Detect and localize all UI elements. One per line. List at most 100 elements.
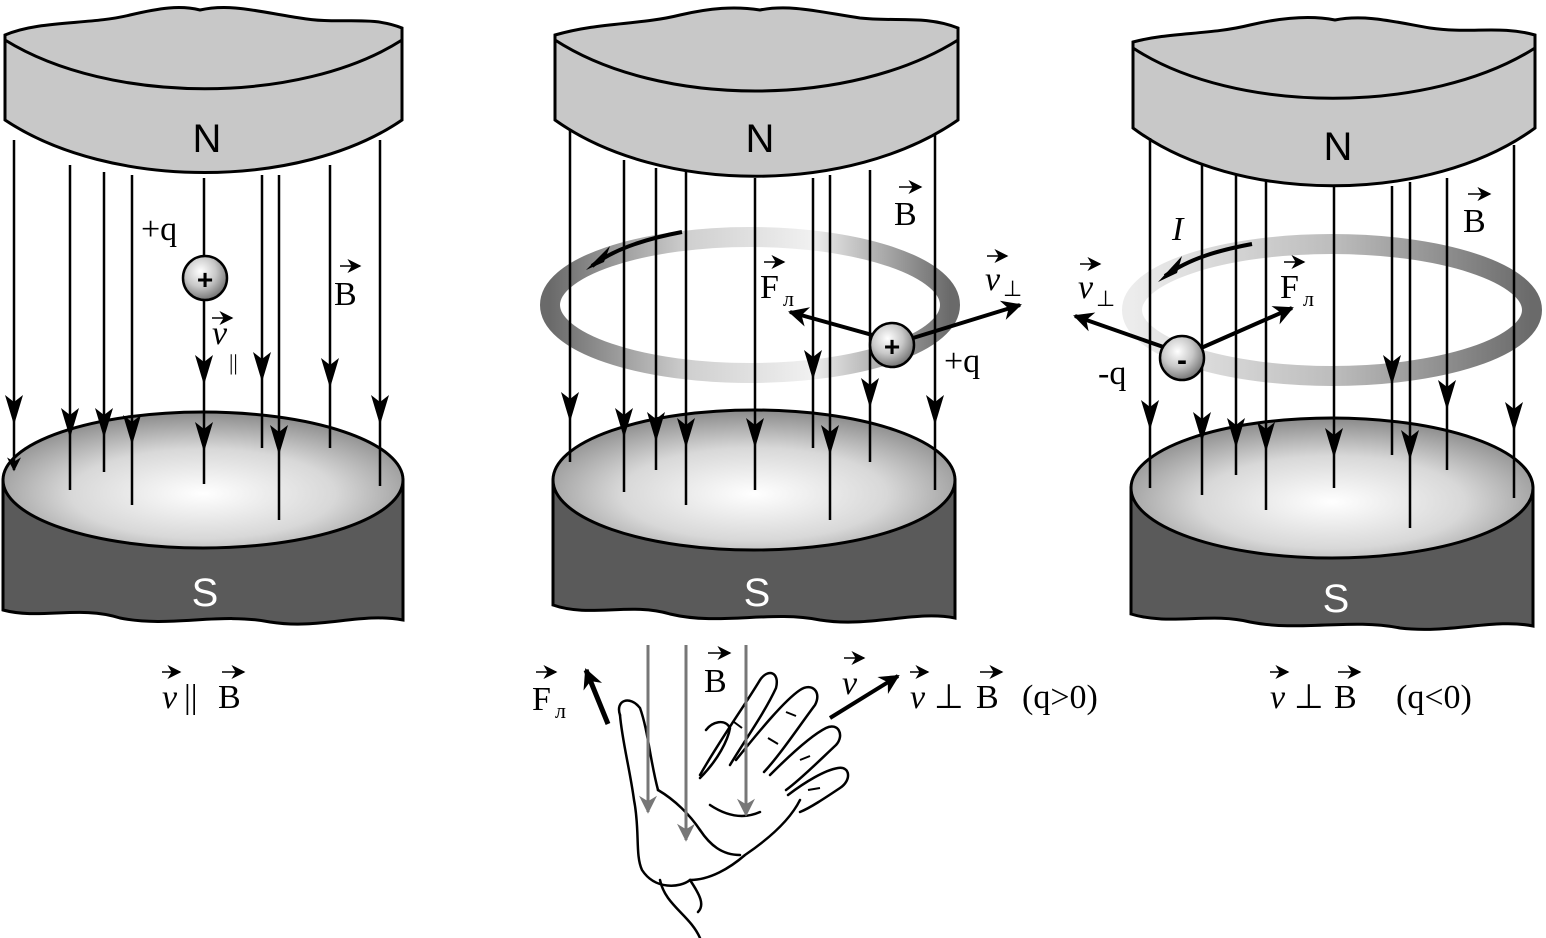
force-subscript: л [555, 698, 566, 723]
velocity-letter: v [1078, 269, 1094, 306]
velocity-arrow [899, 300, 1022, 344]
force-letter: F [532, 681, 551, 718]
caption-relation: || [184, 679, 198, 716]
field-arrowhead [1383, 355, 1401, 385]
hand-creases [733, 711, 821, 791]
field-letter: B [334, 276, 357, 313]
current-label: I [1171, 211, 1185, 248]
velocity-label: v ⊥ [985, 249, 1022, 301]
caption-perpendicular-negative: v ⊥ B (q<0) [1270, 665, 1472, 716]
field-arrowhead [95, 408, 113, 438]
velocity-subscript: || [229, 350, 238, 375]
force-label: F л [1280, 255, 1314, 311]
charge-sign: + [197, 264, 213, 295]
field-arrowheads [561, 350, 944, 455]
field-arrowhead [926, 395, 944, 425]
hand-field-label: B [704, 646, 732, 700]
field-arrowhead [1257, 422, 1275, 452]
field-arrowhead [371, 395, 389, 425]
velocity-letter: v [212, 315, 228, 352]
charge-label: +q [141, 211, 177, 248]
field-arrowheads [5, 352, 389, 455]
field-arrowheads [1141, 355, 1523, 460]
north-magnet: N [1131, 16, 1537, 188]
caption-B: B [976, 679, 999, 716]
field-arrowhead [1227, 418, 1245, 448]
field-arrowhead [615, 408, 633, 438]
orbit-ring [540, 227, 960, 383]
velocity-letter: v [842, 665, 858, 702]
velocity-label: v ⊥ [1078, 257, 1115, 311]
field-arrowhead [677, 418, 695, 448]
field-arrowhead [253, 352, 271, 382]
hand-outline [617, 671, 850, 938]
field-arrowhead [1141, 400, 1159, 430]
force-arrow [1191, 306, 1294, 354]
charge-sign: + [884, 331, 900, 362]
field-label: B [894, 180, 923, 233]
field-letter: B [704, 663, 727, 700]
field-arrowhead [61, 408, 79, 438]
field-arrowhead [1193, 412, 1211, 442]
panel-perpendicular-negative: N S [1073, 16, 1542, 716]
field-arrowhead [270, 425, 288, 455]
caption-v: v [1270, 679, 1286, 716]
field-arrowhead [746, 418, 764, 448]
south-pole-label: S [744, 571, 771, 615]
field-letter: B [894, 196, 917, 233]
hand-force-arrow [583, 668, 611, 725]
caption-condition: (q<0) [1396, 679, 1472, 716]
north-magnet: N [553, 6, 960, 178]
south-pole-label: S [1323, 577, 1350, 621]
rotation-arrowhead [586, 246, 610, 270]
field-arrowhead [1438, 380, 1456, 410]
force-subscript: л [1303, 286, 1314, 311]
field-letter: B [1463, 203, 1486, 240]
velocity-subscript: ⊥ [1096, 286, 1115, 311]
positive-charge [181, 254, 229, 302]
velocity-subscript: ⊥ [1003, 276, 1022, 301]
negative-charge [1158, 334, 1206, 382]
velocity-label: v || [212, 311, 238, 375]
field-arrowhead [1325, 428, 1343, 458]
force-letter: F [1280, 269, 1299, 306]
field-arrowhead [195, 422, 213, 452]
positive-charge [868, 321, 916, 369]
caption-parallel: v || B [162, 665, 246, 716]
charge-label: -q [1098, 355, 1126, 392]
field-arrowhead [195, 355, 213, 385]
north-pole-label: N [746, 117, 775, 161]
caption-condition: (q>0) [1022, 679, 1098, 716]
panel-parallel: N S [1, 5, 405, 716]
caption-perpendicular-positive: v ⊥ B (q>0) [910, 665, 1098, 716]
caption-relation: ⊥ [934, 679, 964, 716]
field-arrowhead [821, 425, 839, 455]
charge-sign: - [1177, 344, 1187, 377]
force-letter: F [760, 269, 779, 306]
field-label: B [1463, 187, 1492, 240]
caption-B: B [1334, 679, 1357, 716]
field-label: B [334, 259, 362, 313]
south-magnet: S [1129, 416, 1535, 631]
field-arrowhead [804, 350, 822, 380]
north-pole-label: N [193, 117, 222, 161]
south-pole-label: S [192, 571, 219, 615]
north-magnet: N [3, 5, 404, 174]
caption-relation: ⊥ [1294, 679, 1324, 716]
field-arrowhead [1505, 402, 1523, 432]
panel-perpendicular-positive: N S [532, 6, 1098, 938]
caption-B: B [218, 679, 241, 716]
field-arrowhead [5, 395, 23, 425]
velocity-arrow [1073, 312, 1173, 352]
velocity-letter: v [985, 261, 1001, 298]
field-arrowhead [1401, 430, 1419, 460]
rotation-arrowhead [1158, 256, 1182, 282]
force-subscript: л [783, 286, 794, 311]
caption-v: v [910, 679, 926, 716]
force-label: F л [760, 255, 794, 311]
orbit-ring [1122, 234, 1542, 386]
hand-velocity-label: v [842, 651, 866, 702]
north-pole-label: N [1324, 125, 1353, 169]
field-arrowhead [647, 412, 665, 442]
left-hand-rule: F л B v [532, 645, 900, 938]
